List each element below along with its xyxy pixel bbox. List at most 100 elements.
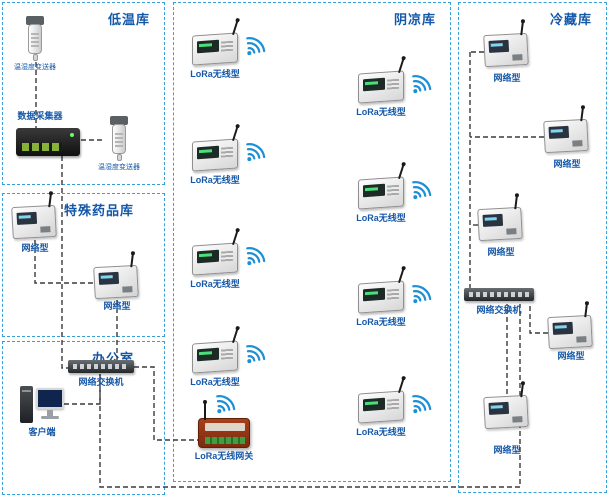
lora-logger-label: LoRa无线型 (356, 317, 406, 327)
wifi-signal-icon (246, 143, 266, 162)
zone-title-cold: 冷藏库 (549, 12, 592, 27)
device-screen (197, 249, 219, 264)
device-keypad (221, 146, 233, 158)
device-screen (197, 145, 219, 160)
temp-humidity-sensor (18, 16, 52, 62)
device-screen (363, 183, 385, 198)
device-screen (548, 125, 570, 139)
pc-base (41, 416, 59, 419)
lora-logger-device (192, 126, 239, 172)
device-screen (482, 213, 504, 227)
lora-gateway-device (198, 400, 250, 448)
device-keypad (387, 184, 399, 196)
network-logger-device (11, 194, 57, 240)
lora-logger-device (192, 328, 239, 374)
device-screen (197, 39, 219, 54)
lora-logger-label: LoRa无线型 (190, 279, 240, 289)
switch-ports (73, 364, 129, 369)
device-screen (488, 401, 510, 415)
network-logger-device (547, 304, 593, 350)
device-port (122, 286, 133, 293)
zone-title-cool: 阴凉库 (393, 12, 436, 27)
network-logger-label: 网络型 (557, 351, 585, 361)
lora-logger-label: LoRa无线型 (190, 175, 240, 185)
data-collector-device (16, 128, 80, 156)
network-logger-label: 网络型 (493, 445, 521, 455)
device-keypad (387, 78, 399, 90)
device-port (506, 228, 517, 235)
pc-stand (47, 410, 53, 416)
device-keypad (387, 288, 399, 300)
switch-ports (469, 292, 529, 297)
collector-ports (22, 143, 62, 151)
device-screen (363, 287, 385, 302)
collector-led (70, 133, 74, 137)
lora-logger-label: LoRa无线型 (190, 69, 240, 79)
device-screen (98, 271, 120, 285)
lora-logger-label: LoRa无线型 (356, 107, 406, 117)
lora-logger-label: LoRa无线型 (356, 213, 406, 223)
device-screen (488, 39, 510, 53)
lora-logger-device (358, 58, 405, 104)
lora-logger-label: LoRa无线型 (190, 377, 240, 387)
network-logger-label: 网络型 (553, 159, 581, 169)
device-screen (552, 321, 574, 335)
lora-logger-device (358, 164, 405, 210)
network-switch-device (464, 288, 534, 301)
zone-special-medicine-warehouse: 特殊药品库 (2, 193, 165, 337)
sensor-vents (31, 31, 39, 47)
device-port (512, 54, 523, 61)
device-keypad (221, 348, 233, 360)
gateway-label: LoRa无线网关 (194, 451, 254, 461)
device-port (576, 336, 587, 343)
device-screen (197, 347, 219, 362)
wifi-signal-icon (246, 247, 266, 266)
device-keypad (221, 250, 233, 262)
sensor-label: 温湿度变送器 (14, 64, 56, 71)
network-logger-label: 网络型 (21, 243, 49, 253)
network-logger-label: 网络型 (493, 73, 521, 83)
device-port (40, 226, 51, 233)
sensor-label: 温湿度变送器 (98, 164, 140, 171)
pc-tower (20, 386, 33, 423)
zone-cold-storage: 冷藏库 (458, 2, 607, 493)
collector-label: 数据采集器 (17, 111, 63, 121)
lora-logger-label: LoRa无线型 (356, 427, 406, 437)
sensor-cap (26, 16, 44, 25)
zone-low-temp-warehouse: 低温库 (2, 2, 165, 185)
lora-logger-device (192, 230, 239, 276)
network-logger-device (483, 22, 529, 68)
device-keypad (387, 398, 399, 410)
wifi-signal-icon (412, 395, 432, 414)
lora-logger-device (358, 378, 405, 424)
temp-humidity-sensor (102, 116, 136, 162)
device-keypad (221, 40, 233, 52)
wifi-signal-icon (412, 285, 432, 304)
lora-logger-device (192, 20, 239, 66)
device-screen (363, 77, 385, 92)
network-logger-device (483, 384, 529, 430)
switch-label: 网络交换机 (476, 305, 522, 315)
pc-monitor (36, 388, 64, 409)
wifi-signal-icon (412, 181, 432, 200)
sensor-vents (115, 131, 123, 147)
network-logger-label: 网络型 (487, 247, 515, 257)
wifi-signal-icon (246, 345, 266, 364)
network-logger-device (477, 196, 523, 242)
switch-label: 网络交换机 (78, 377, 124, 387)
network-logger-device (93, 254, 139, 300)
network-logger-device (543, 108, 589, 154)
gateway-terminal-block (205, 437, 245, 444)
sensor-probe (33, 54, 38, 61)
wifi-signal-icon (216, 395, 236, 414)
gateway-label-strip (205, 423, 245, 431)
network-logger-label: 网络型 (103, 301, 131, 311)
wifi-signal-icon (246, 37, 266, 56)
client-label: 客户端 (28, 427, 56, 437)
zone-title-low-temp: 低温库 (107, 12, 150, 27)
antenna-icon (203, 400, 207, 420)
device-port (572, 140, 583, 147)
device-screen (16, 211, 38, 225)
sensor-probe (117, 154, 122, 161)
